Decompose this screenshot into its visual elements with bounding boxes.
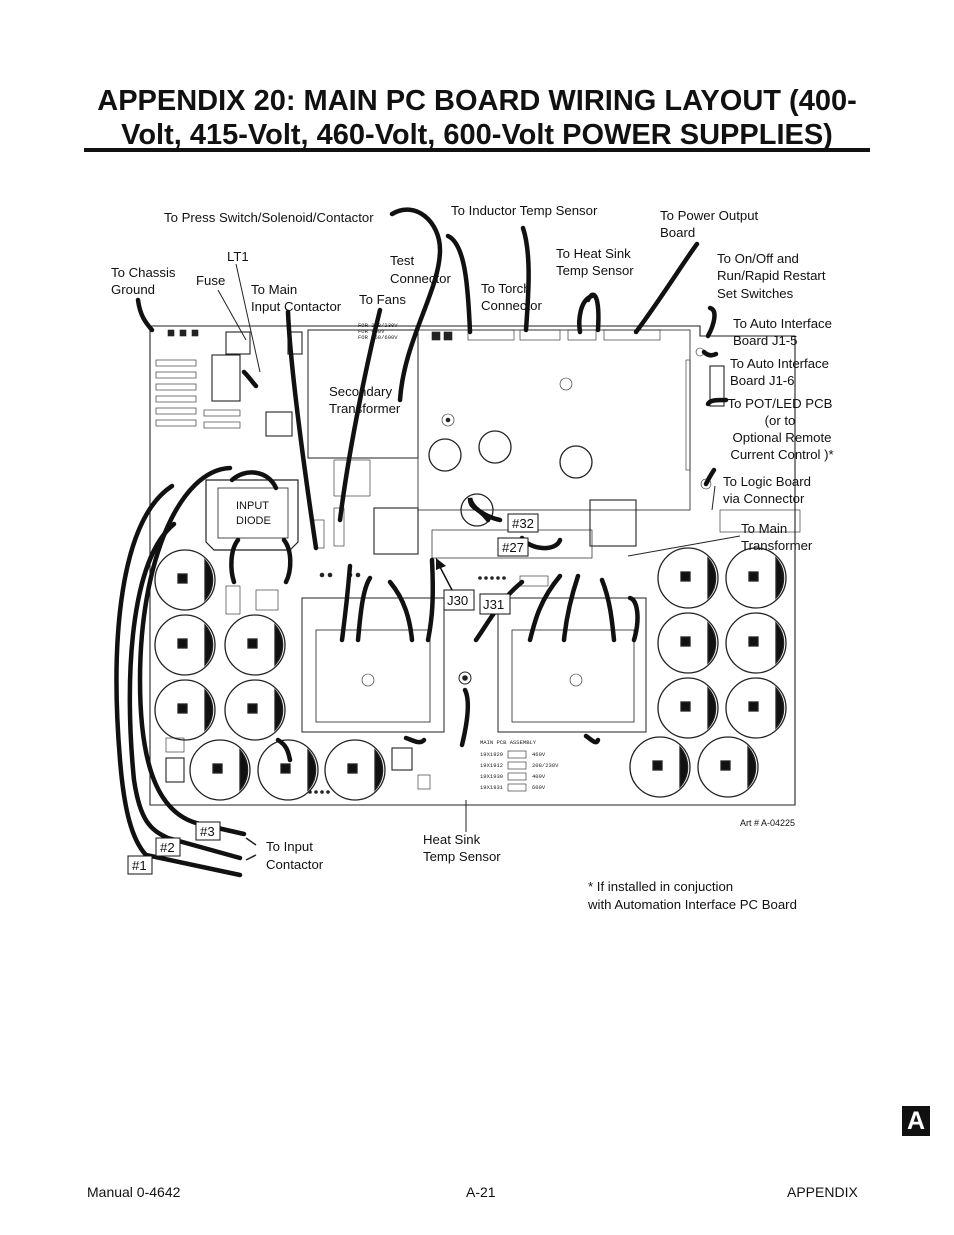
assembly-part-1: 19X1929 [480,751,503,758]
footer-section: APPENDIX [787,1184,858,1200]
wires [114,207,729,878]
assembly-volt-3: 400V [532,773,546,780]
label-onoff-2: Run/Rapid Restart [717,268,826,283]
label-fuse: Fuse [196,273,225,288]
label-inductor-temp: To Inductor Temp Sensor [451,203,598,218]
label-torch-2: Connector [481,298,542,313]
footnote-line-1: * If installed in conjuction [588,879,733,894]
assembly-part-3: 19X1930 [480,773,503,780]
label-heatsink-bottom-1: Heat Sink [423,832,481,847]
label-heat-sink-1: To Heat Sink [556,246,631,261]
label-main-contactor-2: Input Contactor [251,299,342,314]
assembly-part-2: 19X1912 [480,762,503,769]
tag-wire-2: #2 [160,840,175,855]
assembly-volt-2: 208/230V [532,762,559,769]
footer-manual-number: Manual 0-4642 [87,1184,181,1200]
label-art-number: Art # A-04225 [740,818,795,828]
callout-labels: To Press Switch/Solenoid/Contactor To In… [111,203,834,912]
label-test-conn-2: Connector [390,271,451,286]
label-input-diode-1: INPUT [236,500,269,512]
label-pot-1: To POT/LED PCB [728,396,833,411]
label-torch-1: To Torch [481,281,531,296]
label-input-contactor-1: To Input [266,839,313,854]
label-chassis-2: Ground [111,282,155,297]
label-power-output-2: Board [660,225,695,240]
tag-wire-3: #3 [200,824,215,839]
leader-lines [217,263,741,861]
tag-wire-32: #32 [512,516,534,531]
label-main-tx-2: Transformer [741,538,813,553]
label-onoff-3: Set Switches [717,286,794,301]
voltage-legend-3: FOR 460/600V [358,334,398,341]
j30-arrow [436,558,453,591]
label-pot-3: Optional Remote [733,430,832,445]
label-input-contactor-2: Contactor [266,857,324,872]
label-secondary-1: Secondary [329,384,392,399]
assembly-table-header: MAIN PCB ASSEMBLY [480,739,537,746]
footnote-line-2: with Automation Interface PC Board [587,897,797,912]
label-auto-j15-1: To Auto Interface [733,316,832,331]
label-secondary-2: Transformer [329,401,401,416]
label-input-diode-2: DIODE [236,515,271,527]
title-rule [84,148,870,152]
label-heat-sink-2: Temp Sensor [556,263,634,278]
label-main-tx-1: To Main [741,521,787,536]
label-logic-2: via Connector [723,491,805,506]
label-heatsink-bottom-2: Temp Sensor [423,849,501,864]
label-chassis-1: To Chassis [111,265,176,280]
label-test-conn-1: Test [390,253,415,268]
tag-j30: J30 [447,593,468,608]
footer-page-number: A-21 [466,1184,496,1200]
assembly-part-4: 19X1931 [480,784,504,791]
label-logic-1: To Logic Board [723,474,811,489]
title-line-2: Volt, 415-Volt, 460-Volt, 600-Volt POWER… [121,119,833,151]
label-power-output-1: To Power Output [660,208,759,223]
tag-wire-1: #1 [132,858,147,873]
voltage-legend-2: FOR 400V [358,328,385,335]
label-auto-j16-1: To Auto Interface [730,356,829,371]
label-lt1: LT1 [227,249,249,264]
tag-j31: J31 [483,597,504,612]
assembly-volt-1: 460V [532,751,546,758]
tag-wire-27: #27 [502,540,524,555]
assembly-volt-4: 600V [532,784,546,791]
page-title: APPENDIX 20: MAIN PC BOARD WIRING LAYOUT… [84,84,870,152]
label-pot-2: (or to [765,413,796,428]
label-press-switch: To Press Switch/Solenoid/Contactor [164,210,374,225]
appendix-tab: A [902,1106,930,1136]
wire-tags: #32 #27 J30 J31 #3 #2 #1 [127,513,539,875]
label-main-contactor-1: To Main [251,282,297,297]
label-auto-j16-2: Board J1-6 [730,373,795,388]
label-auto-j15-2: Board J1-5 [733,333,798,348]
label-fans: To Fans [359,292,406,307]
capacitors [154,430,787,801]
label-pot-4: Current Control )* [730,447,833,462]
title-line-1: APPENDIX 20: MAIN PC BOARD WIRING LAYOUT… [97,85,857,117]
label-onoff-1: To On/Off and [717,251,799,266]
